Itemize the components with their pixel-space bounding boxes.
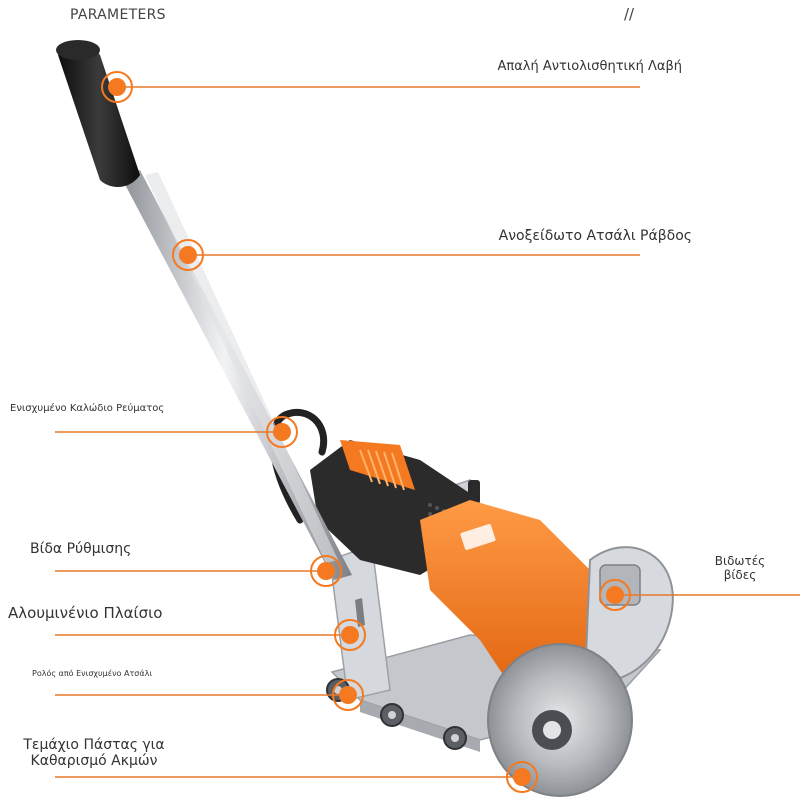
label-cleaning-paste-line2: Καθαρισμό Ακμών [30,753,158,770]
soft-grip-body [56,40,140,187]
marker-soft-grip [101,71,133,103]
marker-steel-rod [172,239,204,271]
label-power-cable: Ενισχυμένο Καλώδιο Ρεύματος [10,403,165,414]
label-steel-rod: Ανοξείδωτο Ατσάλι Ράβδος [498,228,692,244]
label-steel-roller: Ρολός από Ενισχυμένο Ατσάλι [32,669,153,678]
label-thread-screws: Βιδωτές βίδες [700,554,780,583]
marker-cleaning-paste [506,761,538,793]
label-adjust-screw: Βίδα Ρύθμισης [30,541,132,557]
leader-lines [55,86,800,778]
grinding-disc [487,643,633,797]
power-cable-line [269,408,328,524]
callout-markers [101,71,631,793]
marker-power-cable [266,416,298,448]
roller-wheels [326,678,467,750]
label-thread-screws-line1: Βιδωτές [714,554,766,568]
label-thread-screws-line2: βίδες [723,567,757,582]
label-cleaning-paste: Τεμάχιο Πάστας για Καθαρισμό Ακμών [8,737,180,769]
steel-rod-body [120,170,352,580]
header-slashes: // [624,5,635,23]
marker-thread-screws [599,579,631,611]
label-soft-grip: Απαλή Αντιολισθητική Λαβή [497,59,682,74]
marker-aluminum-frame [334,619,366,651]
label-aluminum-frame: Αλουμινένιο Πλαίσιο [8,604,163,622]
header-title: PARAMETERS [70,7,166,23]
label-cleaning-paste-line1: Τεμάχιο Πάστας για [23,737,165,753]
marker-adjust-screw [310,555,342,587]
marker-steel-roller [332,679,364,711]
